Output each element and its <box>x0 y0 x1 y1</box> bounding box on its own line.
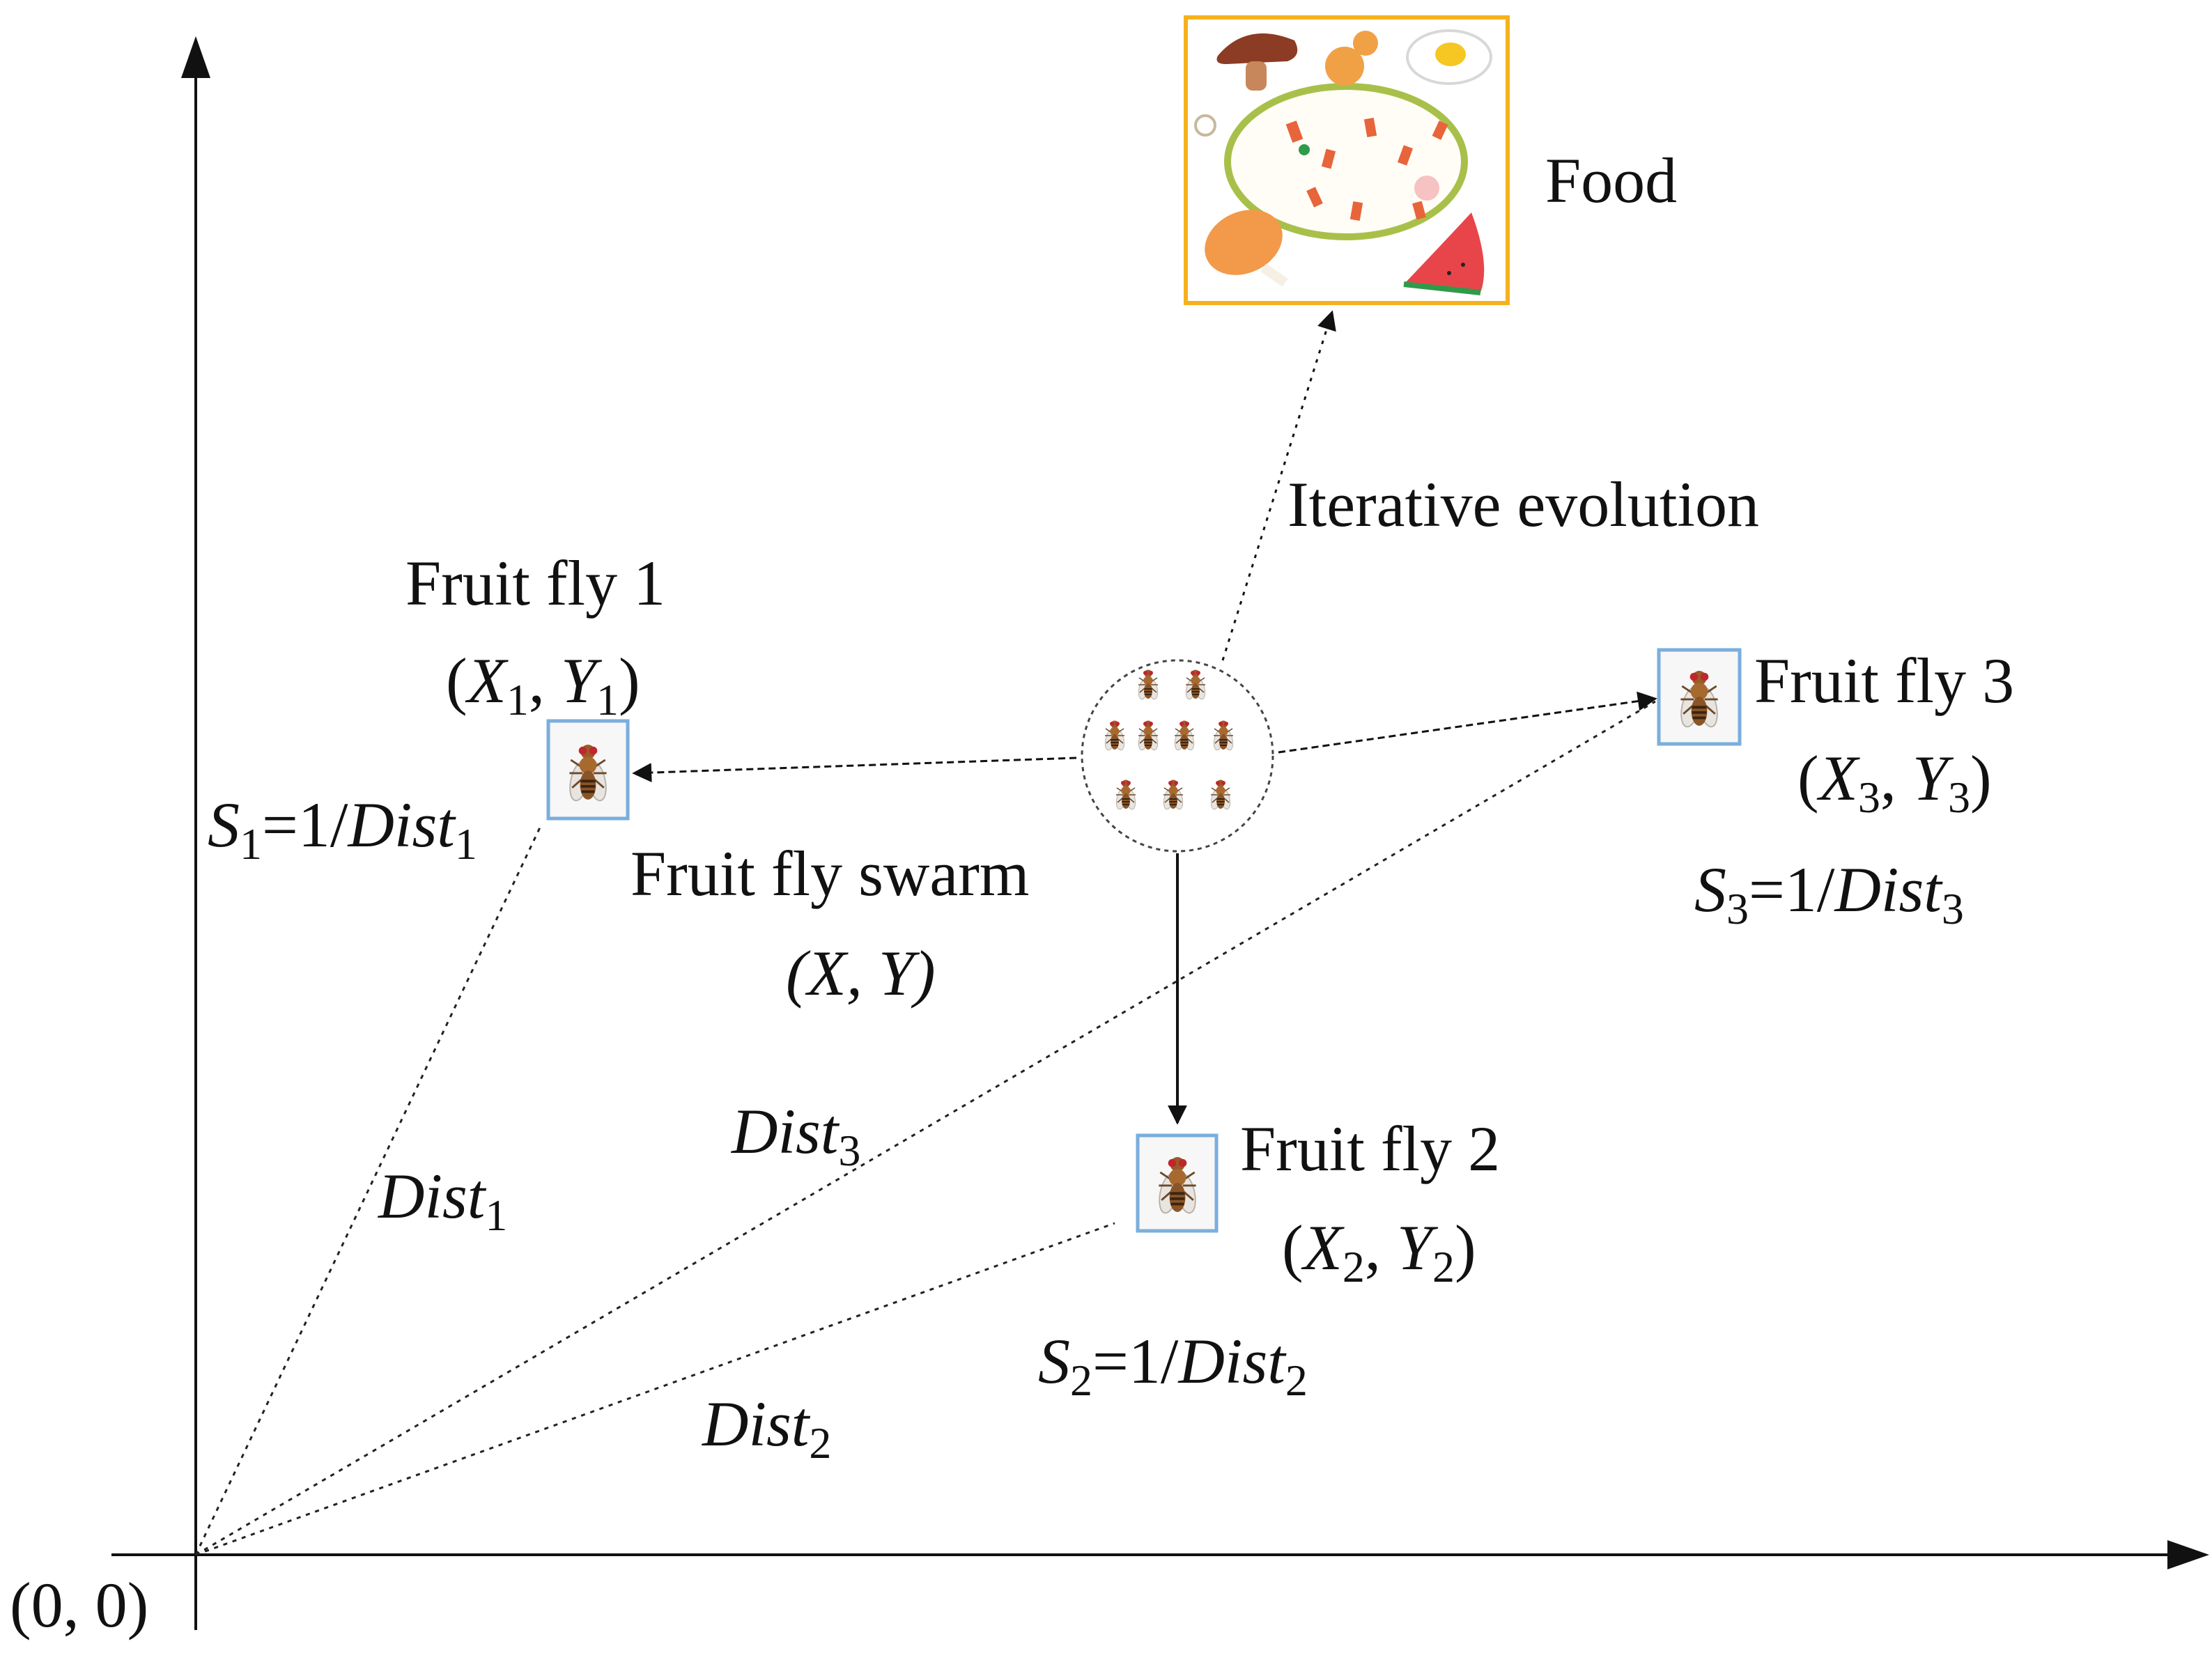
food-label: Food <box>1545 145 1677 216</box>
dist3-label: Dist3 <box>730 1096 860 1175</box>
swarm-title: Fruit fly swarm <box>631 838 1029 909</box>
arrow-iterative-evolution <box>1221 310 1336 661</box>
dist2-label: Dist2 <box>701 1388 831 1468</box>
fruit-fly-1-icon <box>546 719 630 821</box>
dist2-line <box>195 1222 1115 1556</box>
fly1-coord: (X1, Y1) <box>446 645 640 724</box>
fly3-coord: (X3, Y3) <box>1797 743 1992 822</box>
origin-label: (0, 0) <box>10 1569 148 1640</box>
fly2-title: Fruit fly 2 <box>1240 1113 1500 1184</box>
swarm-arrows <box>632 310 1657 1125</box>
distance-lines <box>194 700 1656 1556</box>
dist1-line <box>194 827 541 1555</box>
fruit-fly-2-icon <box>1136 1133 1219 1233</box>
food-platter-icon <box>1194 29 1492 295</box>
fly3-fitness: S3=1/Dist3 <box>1694 854 1964 933</box>
fly2-coord: (X2, Y2) <box>1282 1212 1476 1291</box>
dist1-label: Dist1 <box>377 1161 507 1240</box>
fly2-fitness: S2=1/Dist2 <box>1038 1326 1308 1405</box>
arrow-to-fly1 <box>632 756 1077 783</box>
fly3-title: Fruit fly 3 <box>1754 645 2014 716</box>
swarm-coord: (X, Y) <box>786 938 936 1009</box>
fruit-fly-3-icon <box>1657 648 1742 746</box>
fruit-fly-swarm-icon <box>1081 659 1274 853</box>
food-image <box>1184 15 1510 305</box>
fly1-title: Fruit fly 1 <box>405 548 665 619</box>
arrow-to-fly3 <box>1278 691 1657 754</box>
fly1-fitness: S1=1/Dist1 <box>208 789 477 869</box>
iterative-evolution-label: Iterative evolution <box>1287 469 1759 540</box>
